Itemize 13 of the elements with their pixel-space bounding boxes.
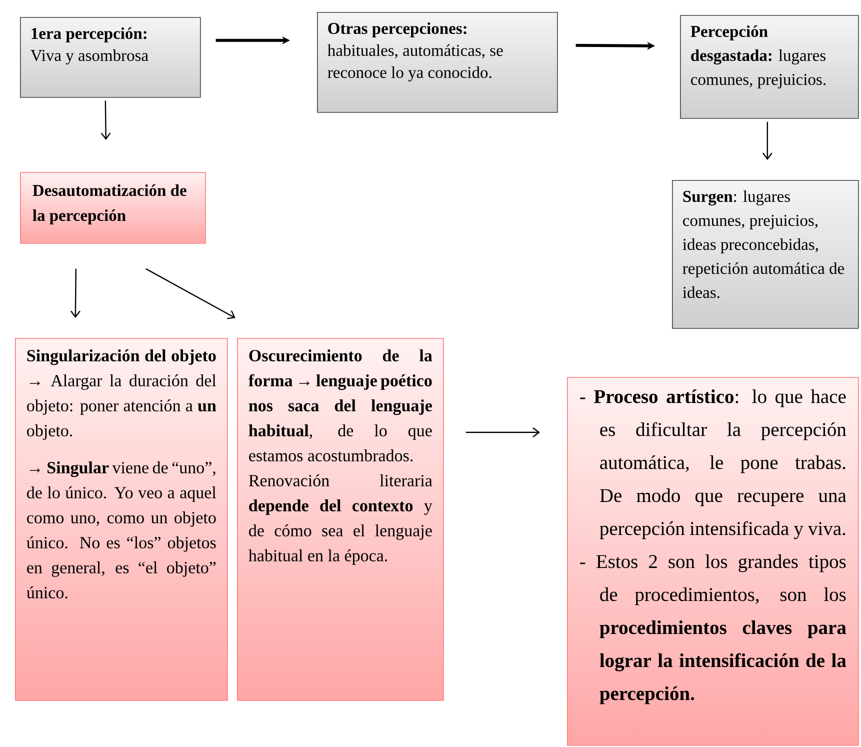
arrow	[146, 268, 236, 320]
arrow	[762, 122, 772, 160]
process-box: Otras percepciones: habituales, automáticas, se reconoce lo ya conocido.	[317, 12, 558, 113]
arrow	[100, 100, 111, 140]
arrow	[466, 427, 540, 438]
concept-box: - Proceso artístico: lo que hace es dificultar la percepción automática, le pone trabas. De modo que recupere una percepción intensificada y viva. - Estos 2 son los grandes tipos de procedimientos, son los procedimientos claves para lograr la intensificación de la percepción.	[567, 377, 859, 746]
arrow	[70, 268, 80, 318]
concept-box: Oscurecimiento de la forma → lenguaje poético nos saca del lenguaje habitual, de lo que estamos acostumbrados. Renovación literaria depende del contexto y de cómo sea el lenguaje habitual en la época.	[237, 338, 444, 701]
concept-box: Desautomatización de la percepción	[20, 172, 206, 244]
process-box: Surgen: lugares comunes, prejuicios, ideas preconcebidas, repetición automática de ideas.	[672, 180, 859, 329]
concept-box: Singularización del objeto → Alargar la duración del objeto: poner atención a un objeto. → Singular viene de “uno”, de lo único. Yo veo a aquel como uno, como un objeto único. No es “los” objetos en general, es “el objeto” único.	[15, 338, 228, 701]
process-box: 1era percepción: Viva y asombrosa	[20, 17, 201, 98]
process-box: Percepción desgastada: lugares comunes, prejuicios.	[680, 15, 859, 119]
